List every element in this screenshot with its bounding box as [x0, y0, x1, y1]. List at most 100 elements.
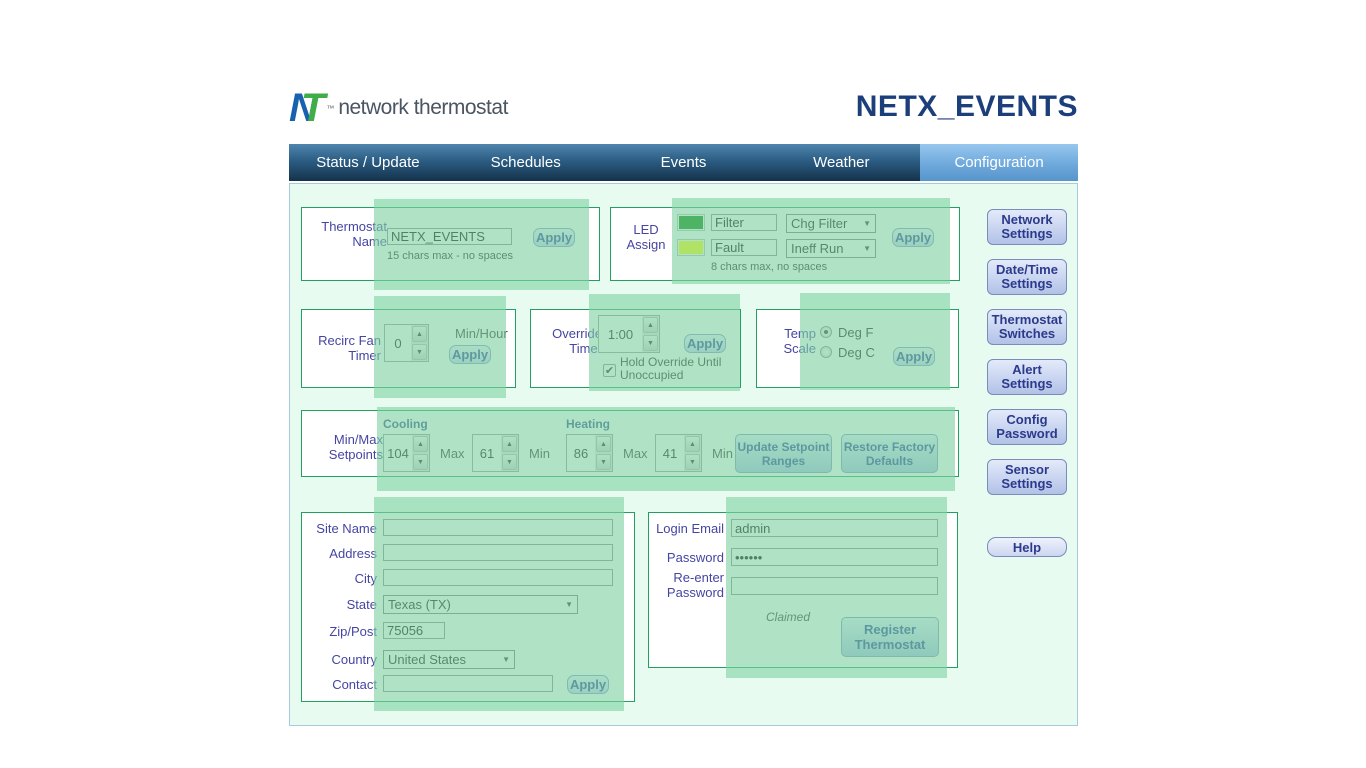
country-label: Country — [331, 652, 377, 667]
city-input[interactable] — [383, 569, 613, 586]
heating-max-label: Max — [623, 446, 648, 461]
zip-label: Zip/Post — [329, 624, 377, 639]
cooling-max-value[interactable]: 104 — [384, 435, 412, 471]
password-input[interactable] — [731, 548, 938, 566]
sensor-settings-button[interactable]: Sensor Settings — [987, 459, 1067, 495]
login-email-label: Login Email — [656, 521, 724, 536]
thermostat-name-label: Thermostat Name — [321, 219, 387, 249]
thermostat-switches-button[interactable]: Thermostat Switches — [987, 309, 1067, 345]
led1-color — [679, 216, 703, 229]
address-label: Address — [329, 546, 377, 561]
contact-input[interactable] — [383, 675, 553, 692]
country-select[interactable]: United States ▼ — [383, 650, 515, 669]
tab-configuration[interactable]: Configuration — [920, 144, 1078, 181]
password-label: Password — [666, 550, 724, 565]
recirc-fan-timer-label: Recirc Fan Timer — [318, 333, 381, 363]
cooling-max-spin-down[interactable]: ▼ — [413, 454, 428, 470]
cooling-max-spinner: 104 ▲ ▼ — [383, 434, 430, 472]
led1-mode-value: Chg Filter — [791, 216, 848, 231]
tab-weather[interactable]: Weather — [762, 144, 921, 181]
heating-max-spin-down[interactable]: ▼ — [596, 454, 611, 470]
heating-max-spinner: 86 ▲ ▼ — [566, 434, 613, 472]
override-timer-value[interactable]: 1:00 — [599, 316, 642, 352]
hold-override-label: Hold Override Until Unoccupied — [620, 355, 722, 382]
heating-min-spin-up[interactable]: ▲ — [685, 436, 700, 452]
address-input[interactable] — [383, 544, 613, 561]
deg-c-radio[interactable] — [820, 346, 832, 358]
cooling-min-spin-down[interactable]: ▼ — [502, 454, 517, 470]
config-password-button[interactable]: Config Password — [987, 409, 1067, 445]
heating-max-spin-up[interactable]: ▲ — [596, 436, 611, 452]
state-value: Texas (TX) — [388, 597, 451, 612]
site-apply-button[interactable]: Apply — [567, 675, 609, 694]
date-time-settings-button[interactable]: Date/Time Settings — [987, 259, 1067, 295]
logo-t-glyph: T — [300, 85, 326, 130]
override-apply-button[interactable]: Apply — [684, 334, 726, 353]
cooling-min-value[interactable]: 61 — [473, 435, 501, 471]
zip-input[interactable] — [383, 622, 445, 639]
hold-override-checkbox[interactable]: ✔ — [603, 364, 616, 377]
reenter-password-input[interactable] — [731, 577, 938, 595]
temp-scale-label: Temp Scale — [783, 326, 816, 356]
claimed-status: Claimed — [766, 610, 811, 624]
cooling-header: Cooling — [383, 417, 428, 431]
led1-name-input[interactable] — [711, 214, 777, 231]
override-timer-label: Override Timer — [552, 326, 602, 356]
temp-scale-apply-button[interactable]: Apply — [893, 347, 935, 366]
help-button[interactable]: Help — [987, 537, 1067, 557]
override-spin-down[interactable]: ▼ — [643, 335, 658, 351]
trademark-icon: ™ — [326, 103, 335, 113]
recirc-spin-down[interactable]: ▼ — [412, 344, 427, 360]
heating-min-spin-down[interactable]: ▼ — [685, 454, 700, 470]
alert-settings-button[interactable]: Alert Settings — [987, 359, 1067, 395]
led2-mode-value: Ineff Run — [791, 241, 844, 256]
led-assign-apply-button[interactable]: Apply — [892, 228, 934, 247]
deg-f-radio[interactable] — [820, 326, 832, 338]
logo-text: network thermostat — [338, 96, 508, 119]
thermostat-name-input[interactable] — [387, 228, 512, 245]
tab-status-update[interactable]: Status / Update — [289, 144, 447, 181]
tab-events[interactable]: Events — [604, 144, 763, 181]
cooling-max-spin-up[interactable]: ▲ — [413, 436, 428, 452]
network-settings-button[interactable]: Network Settings — [987, 209, 1067, 245]
site-name-input[interactable] — [383, 519, 613, 536]
tab-schedules[interactable]: Schedules — [446, 144, 605, 181]
heating-min-value[interactable]: 41 — [656, 435, 684, 471]
cooling-min-label: Min — [529, 446, 550, 461]
setpoints-label: Min/Max Setpoints — [328, 432, 383, 462]
update-setpoint-ranges-button[interactable]: Update Setpoint Ranges — [735, 434, 832, 473]
logo-n-glyph: N — [289, 85, 318, 130]
country-value: United States — [388, 652, 467, 667]
contact-label: Contact — [332, 677, 377, 692]
led2-name-input[interactable] — [711, 239, 777, 256]
restore-factory-defaults-button[interactable]: Restore Factory Defaults — [841, 434, 938, 473]
state-label: State — [346, 597, 377, 612]
page-title: NETX_EVENTS — [855, 90, 1078, 123]
cooling-max-label: Max — [440, 446, 465, 461]
reenter-password-label: Re-enter Password — [666, 570, 724, 600]
recirc-apply-button[interactable]: Apply — [449, 345, 491, 364]
main-nav: Status / Update Schedules Events Weather… — [289, 144, 1078, 181]
chevron-down-icon: ▼ — [565, 600, 573, 609]
recirc-spin-up[interactable]: ▲ — [412, 326, 427, 342]
recirc-unit-label: Min/Hour — [455, 326, 508, 341]
cooling-min-spin-up[interactable]: ▲ — [502, 436, 517, 452]
thermostat-name-hint: 15 chars max - no spaces — [387, 250, 513, 262]
led2-color-swatch — [677, 239, 705, 256]
state-select[interactable]: Texas (TX) ▼ — [383, 595, 578, 614]
override-spin-up[interactable]: ▲ — [643, 317, 658, 333]
override-timer-spinner: 1:00 ▲ ▼ — [598, 315, 660, 353]
led-assign-label: LED Assign — [626, 222, 666, 252]
led1-mode-select[interactable]: Chg Filter ▼ — [786, 214, 876, 233]
heating-min-spinner: 41 ▲ ▼ — [655, 434, 702, 472]
register-thermostat-button[interactable]: Register Thermostat — [841, 617, 939, 657]
login-email-input[interactable] — [731, 519, 938, 537]
recirc-fan-timer-value[interactable]: 0 — [385, 325, 411, 361]
led2-mode-select[interactable]: Ineff Run ▼ — [786, 239, 876, 258]
thermostat-name-apply-button[interactable]: Apply — [533, 228, 575, 247]
chevron-down-icon: ▼ — [502, 655, 510, 664]
chevron-down-icon: ▼ — [863, 244, 871, 253]
deg-c-label: Deg C — [838, 345, 875, 360]
heating-max-value[interactable]: 86 — [567, 435, 595, 471]
